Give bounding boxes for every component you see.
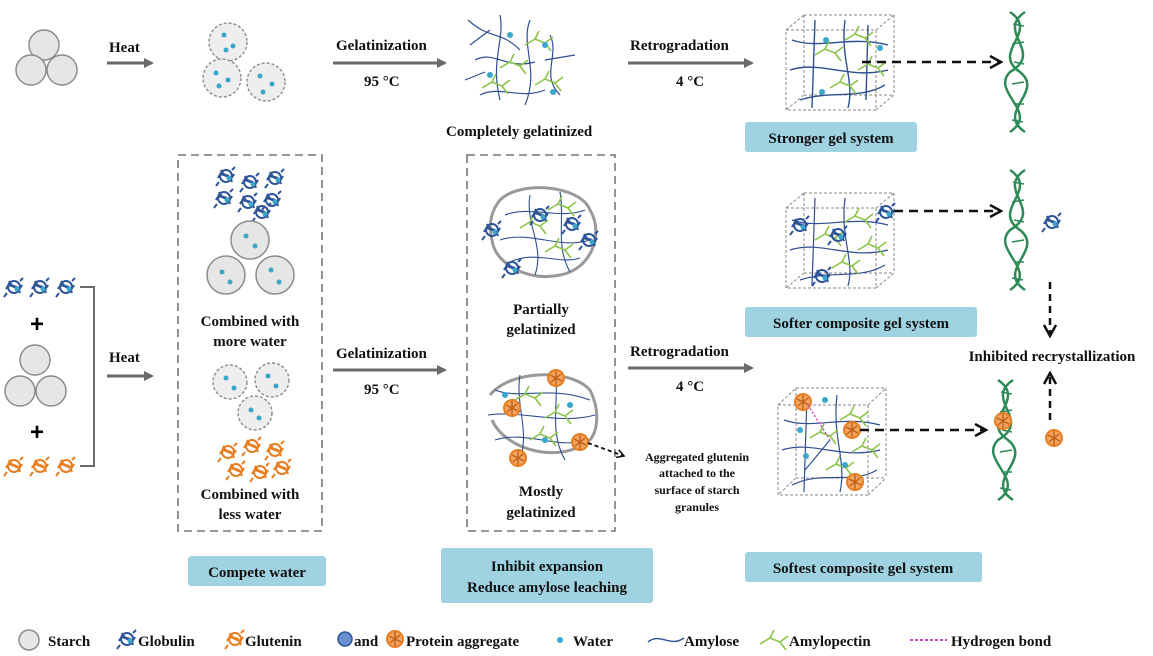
inhibit-line2: Reduce amylose leaching: [467, 580, 627, 596]
double-helix-middle: [1003, 168, 1062, 292]
gel-temp-bottom: 95 °C: [364, 382, 400, 398]
mostly-gelatinized-granule: [487, 369, 599, 467]
starch-less-water: [212, 362, 290, 431]
glutenin-cluster: [217, 436, 292, 483]
legend-starch: Starch: [48, 634, 91, 650]
legend-amylose: Amylose: [684, 634, 739, 650]
more-water-line1: Combined with: [201, 314, 300, 330]
inhibit-line1: Inhibit expansion: [491, 559, 604, 575]
inhibited-label: Inhibited recrystallization: [969, 349, 1136, 365]
legend-globulin-icon: [116, 629, 137, 650]
less-water-line1: Combined with: [201, 487, 300, 503]
strong-gel-cube: [785, 14, 895, 111]
legend-globulin: Globulin: [138, 634, 195, 650]
more-water-line2: more water: [213, 334, 287, 350]
compete-water-panel: [177, 154, 323, 532]
starch-more-water: [206, 220, 295, 295]
inhibit-box: Inhibit expansion Reduce amylose leachin…: [441, 548, 653, 603]
gelatinization-label-bottom: Gelatinization: [336, 346, 427, 362]
legend-amylopectin: Amylopectin: [789, 634, 871, 650]
gelatinized-starch-network: [464, 14, 576, 106]
swollen-granules-top: [202, 22, 286, 102]
retro-temp-top: 4 °C: [676, 74, 704, 90]
softer-gel-label: Softer composite gel system: [773, 316, 949, 332]
less-water-line2: less water: [219, 507, 282, 523]
stronger-gel-box: Stronger gel system: [745, 122, 917, 152]
input-bracket: [80, 286, 95, 467]
mostly-line1: Mostly: [519, 484, 564, 500]
plus-sign-2: +: [30, 419, 44, 446]
softer-gel-box: Softer composite gel system: [745, 307, 977, 337]
gelatinization-label-top: Gelatinization: [336, 38, 427, 54]
softer-gel-cube: [785, 192, 896, 289]
heat-label-bottom: Heat: [109, 350, 140, 366]
legend-amylose-icon: [647, 637, 685, 643]
compete-water-label: Compete water: [208, 565, 306, 581]
partially-line2: gelatinized: [506, 322, 576, 338]
mostly-line2: gelatinized: [506, 505, 576, 521]
legend-glutenin: Glutenin: [245, 634, 302, 650]
aggregated-line1: Aggregated glutenin: [645, 450, 749, 464]
completely-gelatinized-label: Completely gelatinized: [446, 124, 593, 140]
aggregated-line4: granules: [675, 500, 719, 514]
native-starch-granules: [15, 29, 78, 86]
gelatinization-panel: [466, 154, 616, 532]
compete-water-box: Compete water: [188, 556, 326, 586]
softest-gel-label: Softest composite gel system: [773, 561, 954, 577]
starch-input: [4, 344, 67, 407]
gel-temp-top: 95 °C: [364, 74, 400, 90]
legend-hydrogen-bond: Hydrogen bond: [951, 634, 1052, 650]
aggregated-line3: surface of starch: [654, 483, 739, 497]
glutenin-input: [3, 456, 76, 477]
softest-gel-box: Softest composite gel system: [745, 552, 982, 582]
legend-and: and: [354, 634, 379, 650]
legend-glutenin-icon: [224, 629, 245, 650]
legend-glutenin-aggregate-icon: [386, 630, 404, 648]
aggregated-pointer: [587, 442, 626, 459]
legend-amylopectin-icon: [759, 629, 789, 651]
legend-water: Water: [573, 634, 613, 650]
heat-label-top: Heat: [109, 40, 140, 56]
double-helix-bottom: [991, 378, 1063, 502]
legend-water-icon: [557, 637, 563, 643]
legend-protein-aggregate: Protein aggregate: [406, 634, 520, 650]
double-helix-top: [1003, 10, 1029, 134]
stronger-gel-label: Stronger gel system: [768, 131, 894, 147]
aggregated-line2: attached to the: [659, 466, 736, 480]
retrogradation-label-top: Retrogradation: [630, 38, 730, 54]
globulin-input: [3, 277, 76, 298]
retro-temp-bottom: 4 °C: [676, 379, 704, 395]
partially-line1: Partially: [513, 302, 569, 318]
globulin-cluster: [213, 166, 285, 223]
legend-starch-icon: [18, 629, 40, 651]
retrogradation-label-bottom: Retrogradation: [630, 344, 730, 360]
plus-sign-1: +: [30, 311, 44, 338]
softest-gel-cube: [777, 387, 887, 496]
legend-globulin-aggregate-icon: [337, 631, 353, 647]
legend: Starch Globulin Glutenin and Protein agg…: [18, 629, 1052, 651]
partially-gelatinized-granule: [481, 186, 599, 279]
